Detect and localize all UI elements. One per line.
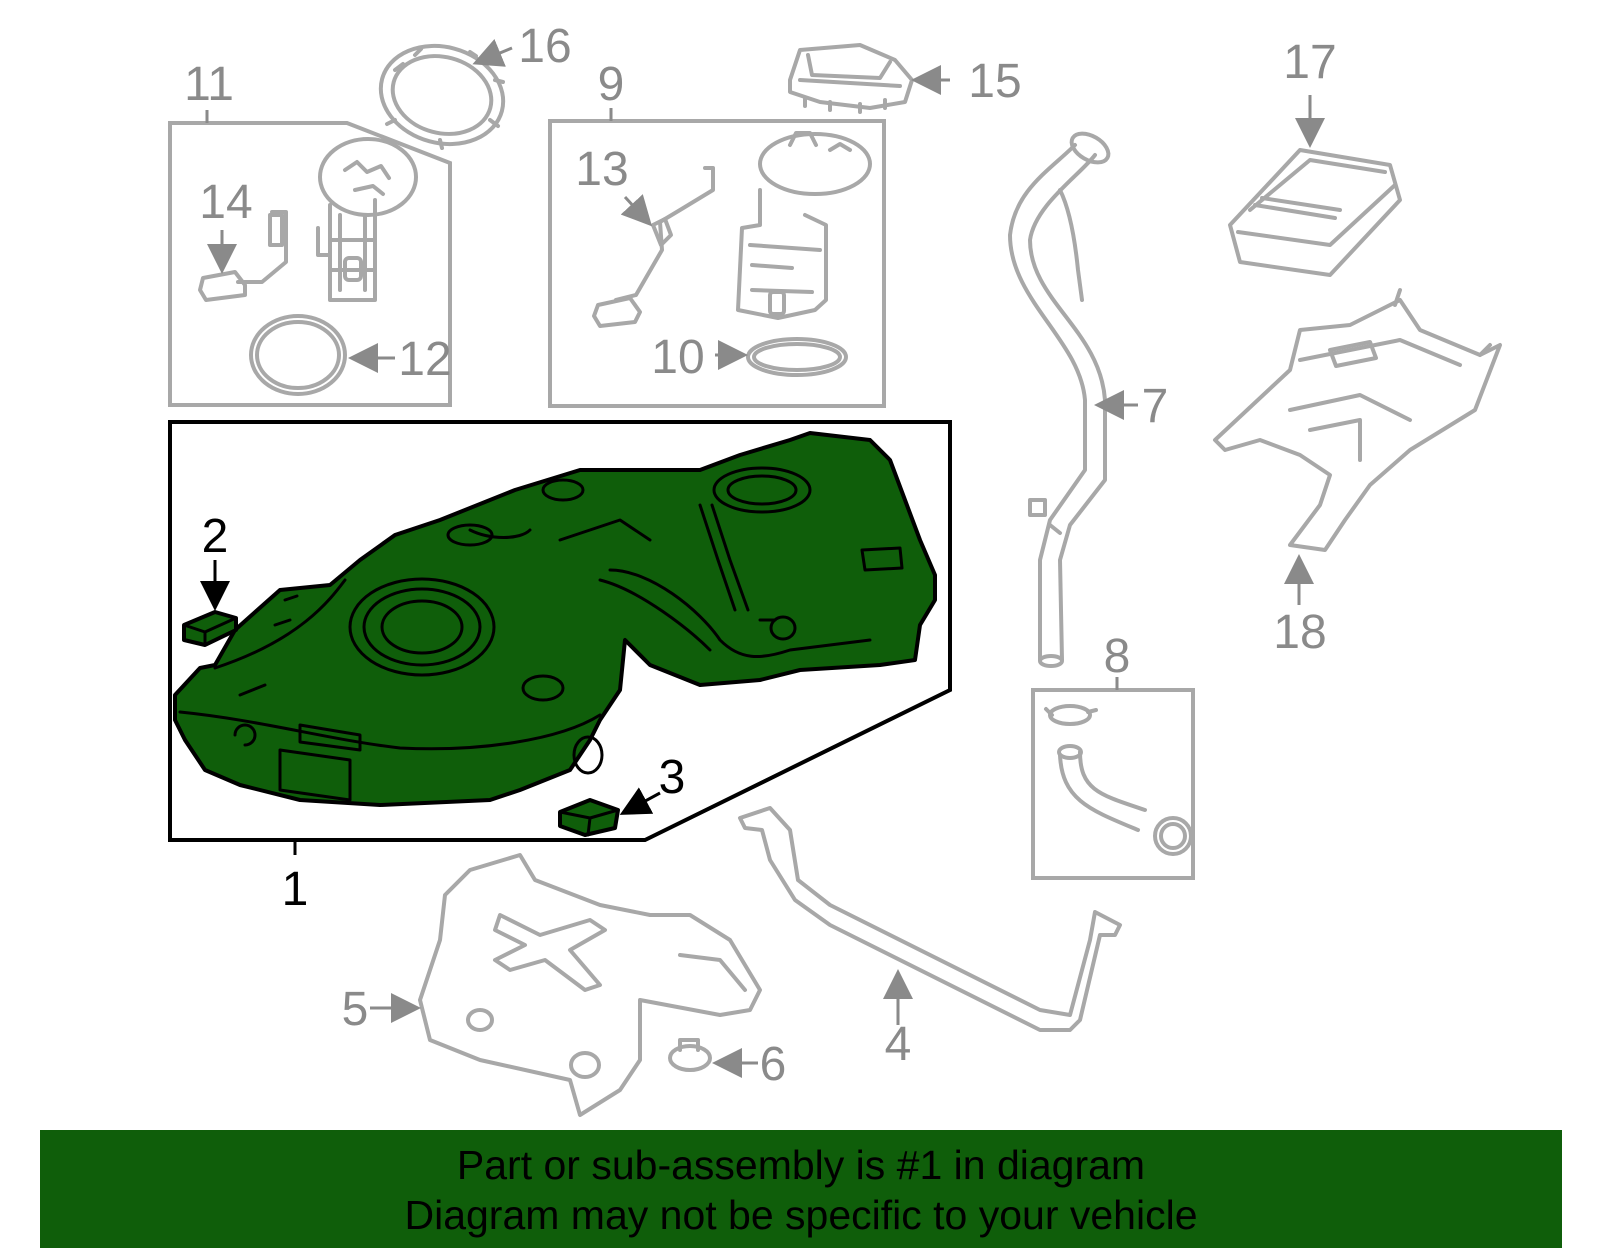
assembly-box-11: [168, 110, 452, 407]
part-4-tank-strap: [738, 806, 1122, 1032]
part-18-module-bracket: [1213, 288, 1502, 605]
part-7-filler-pipe: [1008, 131, 1138, 668]
callout-7: 7: [1142, 380, 1169, 433]
callout-1: 1: [282, 863, 309, 916]
callout-16: 16: [518, 20, 571, 73]
part-2-pad: [182, 560, 238, 647]
assembly-box-8: [1031, 677, 1195, 880]
footer-line-2: Diagram may not be specific to your vehi…: [404, 1192, 1198, 1238]
assembly-box-9: [548, 108, 886, 408]
callout-3: 3: [659, 751, 686, 804]
part-1-fuel-tank: [173, 431, 937, 807]
callout-5: 5: [342, 983, 369, 1036]
part-13-fuel-level-sender: [592, 166, 715, 328]
part-16-lock-ring: [378, 38, 513, 150]
callout-10: 10: [651, 331, 704, 384]
part-14-fuel-level-sender: [198, 210, 288, 302]
part-6-clip: [668, 1038, 758, 1078]
footer-banner: Part or sub-assembly is #1 in diagram Di…: [40, 1130, 1562, 1248]
part-9-pump-module: [736, 131, 872, 320]
footer-line-1: Part or sub-assembly is #1 in diagram: [456, 1142, 1146, 1188]
callout-18: 18: [1273, 606, 1326, 659]
callout-17: 17: [1283, 36, 1336, 89]
part-12-seal-ring: [249, 314, 395, 396]
callout-13: 13: [575, 143, 628, 196]
callout-2: 2: [202, 510, 229, 563]
callout-12: 12: [398, 333, 451, 386]
callout-14: 14: [199, 176, 252, 229]
part-3-pad: [558, 787, 661, 837]
assembly-box-1: [168, 420, 952, 855]
callout-6: 6: [760, 1038, 787, 1091]
part-8-hose-kit: [1044, 704, 1193, 856]
callout-15: 15: [968, 55, 1021, 108]
part-11-pump-module: [316, 137, 418, 302]
part-15-lock-ring: [788, 43, 950, 114]
callout-8: 8: [1104, 630, 1131, 683]
callout-9: 9: [598, 58, 625, 111]
part-17-control-module: [1228, 95, 1402, 277]
part-10-seal-ring: [715, 337, 848, 377]
callout-11: 11: [184, 58, 234, 111]
part-5-heat-shield: [370, 853, 762, 1117]
callout-4: 4: [885, 1018, 912, 1071]
